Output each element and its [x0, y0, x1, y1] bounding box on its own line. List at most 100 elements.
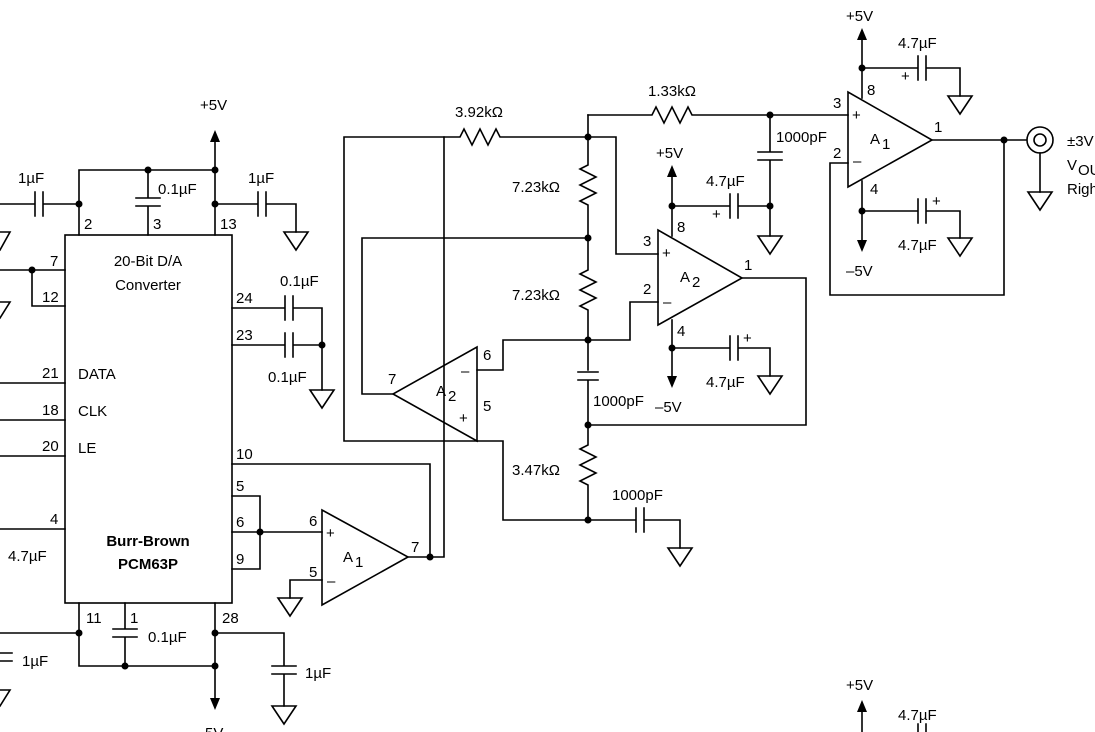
resistor-723k-mid-label: 7.23kΩ [512, 287, 560, 304]
opamp-a1r-minus: – [853, 153, 862, 170]
cap-1uf-left [0, 191, 80, 217]
opamp-a1-right [847, 90, 934, 189]
opamp-a1-small [321, 508, 410, 607]
junction [318, 341, 326, 349]
opamp-a1-pin7: 7 [411, 539, 419, 556]
cap-1uf-bottom-left [0, 652, 13, 662]
pin-12: 12 [42, 289, 59, 306]
pin-7: 7 [50, 253, 58, 270]
cap-1uf-top-label: 1µF [248, 170, 274, 187]
pin-1: 1 [130, 610, 138, 627]
opamp-a1-pin5: 5 [309, 564, 317, 581]
a1-right-feedback [829, 139, 1005, 296]
cap-01uf-pin24 [231, 295, 323, 391]
resistor-133k [587, 105, 849, 125]
ground-symbol [756, 375, 784, 396]
cap-1000pf-bottom [587, 507, 681, 549]
opamp-a1r-label: A [870, 131, 880, 148]
a2-left-minus-wire [476, 301, 659, 371]
opamp-a2r-label: A [680, 269, 690, 286]
cap-01uf-top [135, 169, 161, 236]
dac-pins-5-6-9 [231, 495, 323, 570]
opamp-a2l-plus: + [459, 410, 468, 427]
cap-polarity-plus: + [712, 206, 721, 223]
cap-47uf-a2-top-label: 4.7µF [706, 173, 745, 190]
opamp-a1r-sub: 1 [882, 136, 890, 153]
opamp-a1-sub: 1 [355, 554, 363, 571]
ground-symbol [756, 235, 784, 256]
pin-2: 2 [84, 216, 92, 233]
cap-1uf-top [214, 191, 297, 233]
pin-18: 18 [42, 402, 59, 419]
output-jack-outer[interactable] [1026, 126, 1054, 154]
dac-title-2: Converter [115, 277, 181, 294]
dac-input-lines [0, 382, 66, 530]
pin-10: 10 [236, 446, 253, 463]
junction [766, 202, 774, 210]
dac-brand-2: PCM63P [118, 556, 178, 573]
output-channel-label: Right [1067, 181, 1095, 198]
ground-symbol [282, 231, 310, 252]
pin-24: 24 [236, 290, 253, 307]
signal-le-label: LE [78, 440, 96, 457]
a2-left-plus-wire [476, 440, 589, 521]
opamp-a1-minus-wire [289, 579, 323, 599]
a2-5v-label: +5V [656, 145, 683, 162]
opamp-a2r-pin8: 8 [677, 219, 685, 236]
opamp-a1-plus: + [326, 525, 335, 542]
dac-m5v-label: 5V [205, 725, 223, 732]
pin-5: 5 [236, 478, 244, 495]
bottom-5v-label: +5V [846, 677, 873, 694]
resistor-133k-label: 1.33kΩ [648, 83, 696, 100]
pin-28: 28 [222, 610, 239, 627]
ground-symbol-partial [0, 301, 12, 320]
ground-symbol-partial [0, 231, 12, 252]
opamp-a2r-pin4: 4 [677, 323, 685, 340]
opamp-a2r-pin3: 3 [643, 233, 651, 250]
junction [28, 266, 36, 274]
opamp-a2l-label: A [436, 383, 446, 400]
cap-01uf-23-label: 0.1µF [268, 369, 307, 386]
resistor-347k-label: 3.47kΩ [512, 462, 560, 479]
opamp-a1r-pin2: 2 [833, 145, 841, 162]
a2-m5v-label: –5V [655, 399, 682, 416]
pin-6: 6 [236, 514, 244, 531]
junction [584, 234, 592, 242]
output-jack-inner[interactable] [1033, 133, 1047, 147]
cap-01uf-24-label: 0.1µF [280, 273, 319, 290]
opamp-a1r-pin8: 8 [867, 82, 875, 99]
bottom-vplus-arrow [857, 700, 867, 712]
cap-47uf-bottom-label: 4.7µF [898, 707, 937, 724]
dac-top-rail [78, 169, 216, 236]
junction [426, 553, 434, 561]
dac-title-1: 20-Bit D/A [114, 253, 182, 270]
cap-47uf-left-label: 4.7µF [8, 548, 47, 565]
cap-47uf-a1-bot [861, 198, 961, 239]
cap-47uf-a2-top [671, 193, 771, 219]
resistor-392k-label: 3.92kΩ [455, 104, 503, 121]
opamp-a2-left [391, 345, 478, 443]
pin-11: 11 [86, 610, 102, 627]
junction [584, 336, 592, 344]
cap-polarity-plus: + [743, 330, 752, 347]
cap-1000pf-c-label: 1000pF [776, 129, 827, 146]
opamp-a2r-pin1: 1 [744, 257, 752, 274]
dac-pin7-12-wires [0, 269, 66, 307]
opamp-a2-right [657, 228, 744, 327]
cap-1uf-bl-label: 1µF [22, 653, 48, 670]
dac-5v-label: +5V [200, 97, 227, 114]
a2-right-output-wire [587, 277, 807, 426]
output-vout-label: V [1067, 157, 1077, 174]
junction [256, 528, 264, 536]
output-vout-sub: OUT [1078, 162, 1095, 179]
cap-47uf-a1-top-label: 4.7µF [898, 35, 937, 52]
pin-9: 9 [236, 551, 244, 568]
cap-47uf-a1-bot-label: 4.7µF [898, 237, 937, 254]
a2-vplus-arrow [667, 165, 677, 177]
cap-01uf-pin23 [231, 332, 323, 358]
cap-1uf-bottom-right [214, 632, 297, 707]
cap-47uf-a2-bot-label: 4.7µF [706, 374, 745, 391]
a2-left-output-wire [361, 237, 589, 395]
cap-47uf-a1-top [861, 55, 961, 97]
